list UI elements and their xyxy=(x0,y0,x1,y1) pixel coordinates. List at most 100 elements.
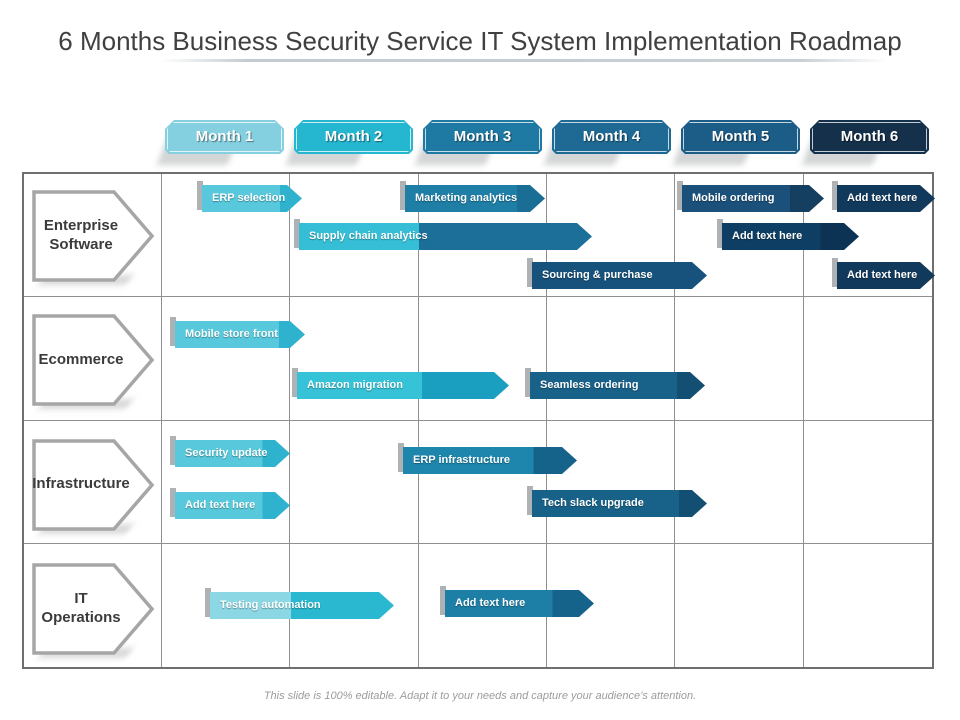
grid-cell-r2-c5 xyxy=(546,297,676,421)
task-arrow-shape: ERP selection xyxy=(202,185,302,212)
grid-cell-r3-c1 xyxy=(24,420,162,544)
task-left-tab xyxy=(440,586,446,615)
month-tab-shape: Month 5 xyxy=(681,120,800,154)
task-arrow-shape: ERP infrastructure xyxy=(403,447,577,474)
task-left-tab xyxy=(197,181,203,210)
row-label-pentagon-icon xyxy=(32,438,155,531)
task-left-tab xyxy=(717,219,723,248)
task-arrow-shape: Supply chain analytics xyxy=(299,223,592,250)
grid-cell-r3-c3 xyxy=(290,420,419,544)
task-arrow-shape: Add text here xyxy=(837,185,935,212)
task-label: Add text here xyxy=(847,269,918,281)
row-label-pentagon-icon xyxy=(32,314,155,406)
task-arrow-14: Add text here xyxy=(170,488,290,519)
task-left-tab xyxy=(677,181,683,210)
task-arrow-shape: Add text here xyxy=(445,590,594,617)
month-tab-inner-border xyxy=(683,122,798,152)
task-left-tab xyxy=(832,181,838,210)
task-arrow-shape: Security update xyxy=(175,440,290,467)
month-tab-shape: Month 2 xyxy=(294,120,413,154)
grid-cell-r4-c3 xyxy=(290,543,419,667)
grid-cell-r2-c2 xyxy=(162,297,291,421)
task-left-tab xyxy=(292,368,298,397)
task-arrow-4: Add text here xyxy=(832,181,935,212)
task-left-tab xyxy=(170,488,176,517)
grid-cell-r2-c3 xyxy=(290,297,419,421)
month-tab-inner-border xyxy=(167,122,282,152)
month-tab-4: Month 4 xyxy=(544,120,671,165)
task-label: Testing automation xyxy=(220,599,321,611)
task-left-tab xyxy=(400,181,406,210)
month-tab-5: Month 5 xyxy=(673,120,800,165)
task-left-tab xyxy=(832,258,838,287)
month-tab-2: Month 2 xyxy=(286,120,413,165)
task-label: Add text here xyxy=(455,597,526,609)
task-left-tab xyxy=(525,368,531,397)
task-label: Seamless ordering xyxy=(540,379,639,391)
task-label: ERP infrastructure xyxy=(413,454,510,466)
task-arrow-shape: Mobile ordering xyxy=(682,185,824,212)
row-label-2: Ecommerce xyxy=(32,314,155,410)
grid-cell-r3-c5 xyxy=(546,420,676,544)
footer-note: This slide is 100% editable. Adapt it to… xyxy=(263,690,697,702)
row-label-text: Infrastructure xyxy=(32,475,130,493)
task-arrow-shape: Add text here xyxy=(837,262,935,289)
grid-cell-r2-c1 xyxy=(24,297,162,421)
grid-cell-r2-c4 xyxy=(418,297,547,421)
month-tab-shape: Month 3 xyxy=(423,120,542,154)
task-label: Mobile ordering xyxy=(692,192,775,204)
task-arrow-shape: Amazon migration xyxy=(297,372,509,399)
month-tab-shape: Month 4 xyxy=(552,120,671,154)
month-tab-1: Month 1 xyxy=(157,120,284,165)
task-arrow-12: Security update xyxy=(170,436,290,467)
grid-cell-r3-c2 xyxy=(162,420,291,544)
task-left-tab xyxy=(398,443,404,472)
task-arrow-11: Seamless ordering xyxy=(525,368,705,399)
task-label: Amazon migration xyxy=(307,379,403,391)
task-label: Marketing analytics xyxy=(415,192,518,204)
row-label-4: IT Operations xyxy=(32,563,155,658)
grid-cell-r2-c7 xyxy=(803,297,932,421)
task-arrow-9: Mobile store front xyxy=(170,317,305,348)
month-header-row: Month 1 Month 2 Month 3 Month 4 Month 5 Month… xyxy=(157,120,934,165)
row-label-pentagon-icon xyxy=(32,563,155,655)
month-tab-inner-border xyxy=(554,122,669,152)
task-label: Sourcing & purchase xyxy=(542,269,653,281)
task-arrow-shape: Sourcing & purchase xyxy=(532,262,707,289)
month-tab-label: Month 5 xyxy=(711,128,770,145)
task-left-tab xyxy=(205,588,211,617)
row-label-text: Enterprise Software xyxy=(43,217,119,253)
task-arrow-16: Testing automation xyxy=(205,588,394,619)
row-label-text: IT Operations xyxy=(41,590,121,626)
month-tab-shape: Month 6 xyxy=(810,120,929,154)
task-arrow-5: Supply chain analytics xyxy=(294,219,592,250)
grid-cell-r4-c1 xyxy=(24,543,162,667)
task-arrow-15: Tech slack upgrade xyxy=(527,486,707,517)
task-left-tab xyxy=(294,219,300,248)
task-arrow-17: Add text here xyxy=(440,586,594,617)
month-tab-label: Month 1 xyxy=(195,128,254,145)
task-label: ERP selection xyxy=(212,192,286,204)
grid-cell-r4-c7 xyxy=(804,544,932,667)
task-label: Add text here xyxy=(847,192,918,204)
task-left-tab xyxy=(170,436,176,465)
month-tab-label: Month 2 xyxy=(324,128,383,145)
month-tab-label: Month 3 xyxy=(453,128,512,145)
task-left-tab xyxy=(527,258,533,287)
month-tab-shape: Month 1 xyxy=(165,120,284,154)
task-arrow-shape: Marketing analytics xyxy=(405,185,545,212)
task-arrow-shape: Add text here xyxy=(175,492,290,519)
grid-cell-r4-c6 xyxy=(675,543,804,667)
task-arrow-13: ERP infrastructure xyxy=(398,443,577,474)
grid-cell-r4-c5 xyxy=(547,543,676,667)
month-tab-3: Month 3 xyxy=(415,120,542,165)
task-label: Security update xyxy=(185,447,268,459)
grid-cell-r1-c1 xyxy=(24,174,162,298)
task-arrow-6: Add text here xyxy=(717,219,859,250)
task-label: Mobile store front xyxy=(185,328,278,340)
grid-cell-r1-c7 xyxy=(803,174,932,298)
task-label: Tech slack upgrade xyxy=(542,497,644,509)
row-label-pentagon-icon xyxy=(32,190,155,282)
grid-cell-r3-c6 xyxy=(675,420,804,544)
slide-title: 6 Months Business Security Service IT Sy… xyxy=(58,26,902,56)
